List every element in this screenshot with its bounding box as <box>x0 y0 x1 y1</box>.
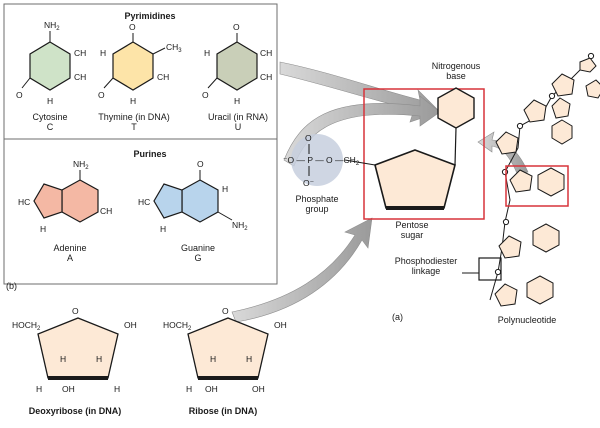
thymine-code: T <box>131 122 137 132</box>
svg-text:H: H <box>234 96 240 106</box>
svg-text:H: H <box>96 354 102 364</box>
svg-text:⁻O — P — O —CH2: ⁻O — P — O —CH2 <box>283 155 360 167</box>
nitrogenous-base-label-line2: base <box>446 71 466 81</box>
svg-text:H: H <box>60 354 66 364</box>
phosphate-group-label-line2: group <box>305 204 329 214</box>
svg-text:H: H <box>47 96 53 106</box>
phosphodiester-linkage-box <box>478 257 502 281</box>
svg-text:H: H <box>186 384 192 394</box>
nucleotide-highlight-box <box>363 88 485 220</box>
svg-text:OH: OH <box>274 320 287 330</box>
adenine-structure: NH2 HC CH H <box>18 159 112 234</box>
nitrogenous-base-label-line1: Nitrogenous <box>431 61 481 71</box>
svg-text:CH: CH <box>260 48 272 58</box>
strand-highlight-box <box>505 165 569 207</box>
polynucleotide-strand <box>489 52 600 307</box>
svg-text:H: H <box>36 384 42 394</box>
svg-text:H: H <box>100 48 106 58</box>
glycosidic-bond <box>454 127 457 166</box>
thymine-structure: O CH3 O H CH H <box>98 22 182 106</box>
pyrimidines-heading: Pyrimidines <box>124 11 176 21</box>
svg-text:HC: HC <box>18 197 30 207</box>
phosphodiester-linkage-label-line1: Phosphodiester <box>394 256 458 266</box>
pentose-sugar-label-line1: Pentose <box>395 220 429 230</box>
svg-text:HC: HC <box>138 197 150 207</box>
polynucleotide-label: Polynucleotide <box>497 315 557 325</box>
svg-text:O: O <box>16 90 23 100</box>
svg-text:O⁻: O⁻ <box>303 178 315 188</box>
pentose-sugar-pentagon <box>374 149 456 209</box>
uracil-code: U <box>234 122 242 132</box>
svg-text:O: O <box>305 133 312 143</box>
svg-text:HOCH2: HOCH2 <box>12 320 41 332</box>
svg-text:H: H <box>160 224 166 234</box>
adenine-code: A <box>66 253 73 263</box>
panel-label-b: (b) <box>6 281 17 291</box>
phosphate-group-label-line1: Phosphate <box>295 194 339 204</box>
svg-text:OH: OH <box>124 320 137 330</box>
deoxyribose-label: Deoxyribose (in DNA) <box>28 406 122 416</box>
pentose-sugar-label-line2: sugar <box>400 230 424 240</box>
svg-text:O: O <box>202 90 209 100</box>
svg-text:CH: CH <box>74 72 86 82</box>
bases-panel <box>3 3 278 285</box>
cytosine-structure: NH2 O H CH CH <box>16 20 86 106</box>
svg-text:CH: CH <box>260 72 272 82</box>
svg-text:O: O <box>129 22 136 32</box>
svg-text:H: H <box>40 224 46 234</box>
guanine-code: G <box>194 253 202 263</box>
svg-text:H: H <box>222 184 228 194</box>
phosphate-group-circle <box>291 134 343 186</box>
thymine-name: Thymine (in DNA) <box>98 112 170 122</box>
uracil-name: Uracil (in RNA) <box>207 112 268 122</box>
ribose-label: Ribose (in DNA) <box>188 406 258 416</box>
svg-text:O: O <box>197 159 204 169</box>
svg-text:H: H <box>210 354 216 364</box>
svg-text:NH2: NH2 <box>73 159 89 171</box>
cytosine-name: Cytosine <box>32 112 68 122</box>
svg-text:OH: OH <box>62 384 75 394</box>
svg-text:O: O <box>222 306 229 316</box>
svg-text:O: O <box>98 90 105 100</box>
svg-text:HOCH2: HOCH2 <box>163 320 192 332</box>
nitrogenous-base-hexagon <box>437 87 475 129</box>
guanine-structure: O HC H NH2 H <box>138 159 248 234</box>
svg-text:CH: CH <box>100 206 112 216</box>
guanine-name: Guanine <box>180 243 216 253</box>
svg-text:OH: OH <box>252 384 265 394</box>
ribose-structure: HOCH2 OH O OH OH H H H <box>163 306 287 394</box>
adenine-name: Adenine <box>53 243 87 253</box>
svg-text:NH2: NH2 <box>232 220 248 232</box>
svg-text:H: H <box>246 354 252 364</box>
phosphodiester-linkage-label-line2: linkage <box>411 266 441 276</box>
svg-text:O: O <box>72 306 79 316</box>
svg-text:O: O <box>233 22 240 32</box>
svg-text:CH3: CH3 <box>166 42 182 54</box>
arrow-sugars <box>231 217 373 323</box>
svg-text:H: H <box>114 384 120 394</box>
svg-text:H: H <box>204 48 210 58</box>
svg-text:CH: CH <box>157 72 169 82</box>
svg-text:OH: OH <box>205 384 218 394</box>
cytosine-code: C <box>46 122 54 132</box>
svg-text:H: H <box>130 96 136 106</box>
svg-text:NH2: NH2 <box>44 20 60 32</box>
svg-text:CH: CH <box>74 48 86 58</box>
purines-heading: Purines <box>133 149 167 159</box>
deoxyribose-structure: HOCH2 OH O OH H H H H <box>12 306 137 394</box>
uracil-structure: O O H CH CH H <box>202 22 272 106</box>
panel-label-a: (a) <box>392 312 403 322</box>
sugar-to-phosphate <box>344 159 376 166</box>
